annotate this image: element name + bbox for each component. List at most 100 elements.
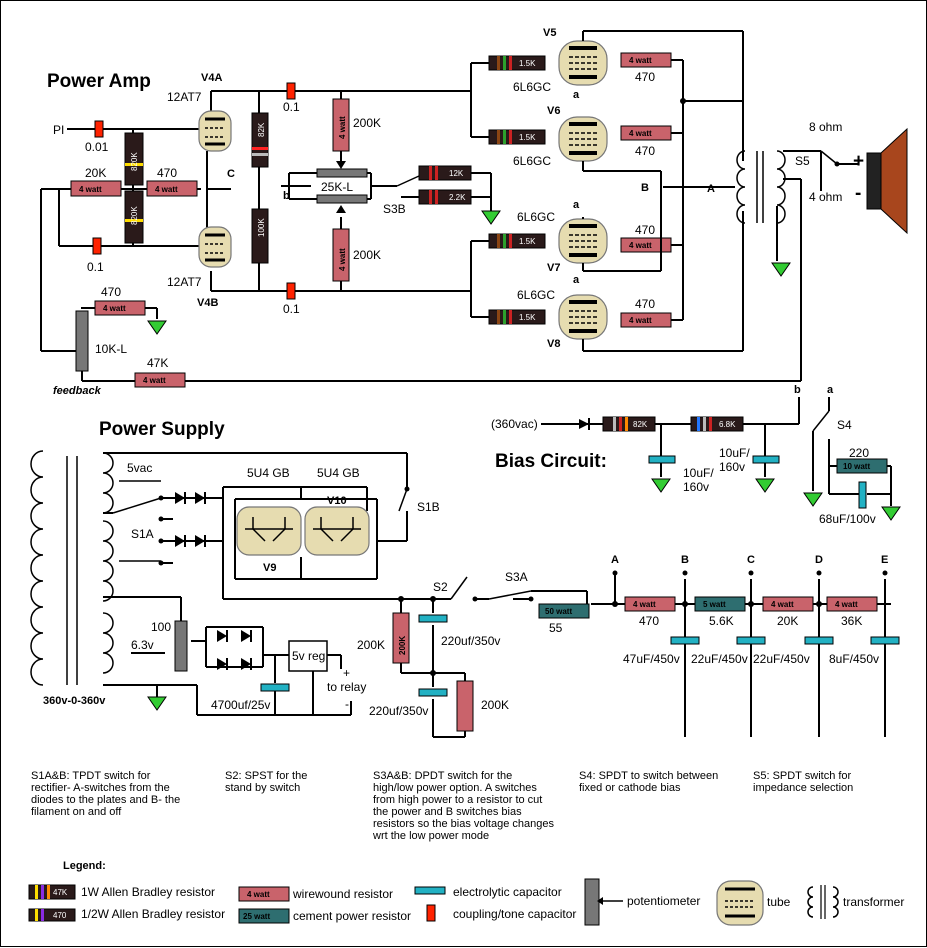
bplus-node-label: C (747, 554, 755, 566)
ground-icon (755, 478, 775, 493)
input-coupling-cap (94, 120, 104, 138)
s3a-lever[interactable] (488, 590, 532, 600)
bplus-node-dot (748, 570, 754, 576)
speaker-icon (866, 127, 908, 235)
bplus-cap-value: 8uF/450v (829, 652, 879, 666)
resistor-200k-top (332, 98, 350, 152)
filter-cap-220uf-a (418, 614, 448, 623)
bias-cap-1 (648, 455, 676, 464)
svg-text:a: a (573, 199, 580, 211)
svg-text:1/2W Allen Bradley resistor: 1/2W Allen Bradley resistor (81, 907, 225, 921)
s4-lever[interactable] (812, 410, 830, 432)
s2-lever[interactable] (450, 576, 468, 600)
bplus-dropping-resistor (624, 596, 676, 612)
svg-text:470: 470 (635, 223, 655, 237)
bplus-resistor-watt: 4 watt (835, 600, 858, 609)
svg-text:68uF/100v: 68uF/100v (819, 512, 876, 526)
bplus-resistor-value: 36K (841, 614, 862, 628)
tube-v9 (236, 506, 302, 556)
svg-text:4 watt: 4 watt (338, 248, 347, 271)
svg-text:10uF/: 10uF/ (683, 466, 714, 480)
output-transformer-icon (736, 150, 786, 224)
legend-transformer-icon (807, 885, 839, 919)
bias-cap-2 (752, 455, 780, 464)
bias-balance-pot-25k[interactable] (316, 168, 368, 178)
svg-text:10 watt: 10 watt (843, 462, 870, 471)
tube-v6 (557, 115, 609, 163)
svg-text:50 watt: 50 watt (545, 607, 572, 616)
bplus-dropping-resistor (694, 596, 746, 612)
s1a-lever[interactable] (112, 497, 162, 514)
svg-text:47K: 47K (147, 356, 168, 370)
bplus-node-dot (612, 570, 618, 576)
svg-text:10K-L: 10K-L (95, 342, 127, 356)
svg-text:5vac: 5vac (127, 461, 152, 475)
heater-pot-100[interactable] (174, 620, 188, 672)
resistor-feedback-47k (134, 372, 186, 388)
svg-text:4 ohm: 4 ohm (809, 190, 842, 204)
bplus-node-label: E (881, 554, 888, 566)
svg-text:4 watt: 4 watt (155, 185, 178, 194)
svg-text:cement power resistor: cement power resistor (293, 909, 411, 923)
svg-text:0.1: 0.1 (283, 100, 300, 114)
s5-lever[interactable] (820, 150, 838, 165)
ground-icon (803, 492, 823, 507)
svg-text:5v reg: 5v reg (292, 649, 325, 663)
svg-text:820K: 820K (130, 206, 139, 225)
svg-text:470: 470 (635, 144, 655, 158)
bplus-dropping-resistor (826, 596, 878, 612)
bplus-resistor-value: 20K (777, 614, 798, 628)
svg-text:A: A (707, 183, 715, 195)
pot-25k-label: 25K-L (321, 180, 353, 194)
to-relay-label: to relay (327, 680, 366, 694)
legend-potentiometer-swatch (584, 878, 600, 926)
bplus-resistor-watt: 5 watt (703, 600, 726, 609)
legend-cement-swatch (238, 908, 290, 924)
ground-icon (881, 506, 901, 521)
svg-text:V6: V6 (547, 105, 560, 117)
resistor-20k (70, 180, 122, 197)
feedback-pot-10k[interactable] (75, 310, 89, 372)
svg-text:-: - (345, 697, 349, 711)
svg-text:tube: tube (767, 895, 791, 909)
svg-text:470: 470 (101, 285, 121, 299)
power-supply-title: Power Supply (99, 419, 225, 440)
svg-text:electrolytic capacitor: electrolytic capacitor (453, 885, 562, 899)
svg-text:V7: V7 (547, 262, 560, 274)
svg-text:82K: 82K (257, 122, 266, 137)
power-transformer-icon (30, 450, 114, 686)
svg-text:1.5K: 1.5K (519, 313, 536, 322)
svg-text:V5: V5 (543, 27, 556, 39)
bplus-node-dot (816, 570, 822, 576)
bplus-cap-value: 47uF/450v (623, 652, 680, 666)
bleeder-resistor-200k-b (456, 680, 474, 732)
bias-resistor-220 (836, 458, 888, 474)
bplus-node-label: B (681, 554, 689, 566)
svg-text:a: a (573, 274, 580, 286)
switch-s5-label: S5 (795, 154, 810, 168)
cap-4700uf (260, 683, 290, 692)
svg-text:47K: 47K (53, 888, 68, 897)
input-cap-value: 0.01 (85, 140, 109, 154)
legend-tube-swatch (716, 880, 764, 926)
resistor-820k-top (124, 132, 144, 186)
r470-value: 470 (157, 166, 177, 180)
legend-ab05w-swatch (28, 908, 76, 922)
resistor-470-cathode (146, 180, 198, 197)
svg-text:220: 220 (849, 446, 869, 460)
svg-text:4 watt: 4 watt (629, 56, 652, 65)
switch-s3a-label: S3A (505, 570, 528, 584)
legend-wirewound-swatch (238, 886, 290, 902)
ground-icon (481, 210, 501, 225)
svg-text:coupling/tone capacitor: coupling/tone capacitor (453, 907, 576, 921)
bplus-filter-cap (670, 636, 700, 645)
s1b-lever[interactable] (398, 488, 408, 512)
svg-text:4 watt: 4 watt (143, 376, 166, 385)
coupling-cap-01-left (92, 237, 102, 255)
svg-text:6L6GC: 6L6GC (517, 288, 555, 302)
